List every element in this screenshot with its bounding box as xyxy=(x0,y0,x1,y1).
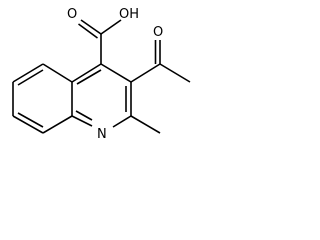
carboxyl-group: O OH xyxy=(67,7,139,64)
hydroxyl-label: OH xyxy=(119,7,139,22)
bond-c8-c8a xyxy=(42,115,73,134)
acetyl-group: O xyxy=(130,25,191,83)
ring-nitrogen-label: N xyxy=(97,127,107,142)
bond-c-o-double-a xyxy=(80,19,102,35)
bond-c7-c8-inner xyxy=(17,112,44,128)
bond-c5-c6 xyxy=(12,63,44,83)
bond-c4a-c5 xyxy=(42,63,73,83)
bond-c-oh xyxy=(100,19,122,35)
acetyl-oxygen-label: O xyxy=(153,25,163,40)
benzene-ring xyxy=(12,63,73,134)
bond-n-c8a xyxy=(71,115,93,127)
bond-n-c8a-inner xyxy=(75,110,93,121)
methyl-group xyxy=(130,115,161,134)
pyridine-ring: N xyxy=(71,63,132,142)
carboxyl-oxygen-label: O xyxy=(67,7,77,22)
bond-c5-c6-inner xyxy=(17,69,44,86)
bond-c2-n xyxy=(112,115,132,128)
bond-c3-acetyl xyxy=(130,63,161,83)
bond-c-o-double-b xyxy=(78,23,98,39)
bond-c4a-c4 xyxy=(71,63,102,83)
bond-c4-c3 xyxy=(100,63,132,83)
bond-c2-methyl xyxy=(130,115,161,134)
bond-c7-c8 xyxy=(12,115,44,134)
structure-diagram: O OH N O xyxy=(12,7,191,142)
bond-c4a-c4-inner xyxy=(76,69,102,85)
bond-acetyl-methyl xyxy=(159,63,191,83)
